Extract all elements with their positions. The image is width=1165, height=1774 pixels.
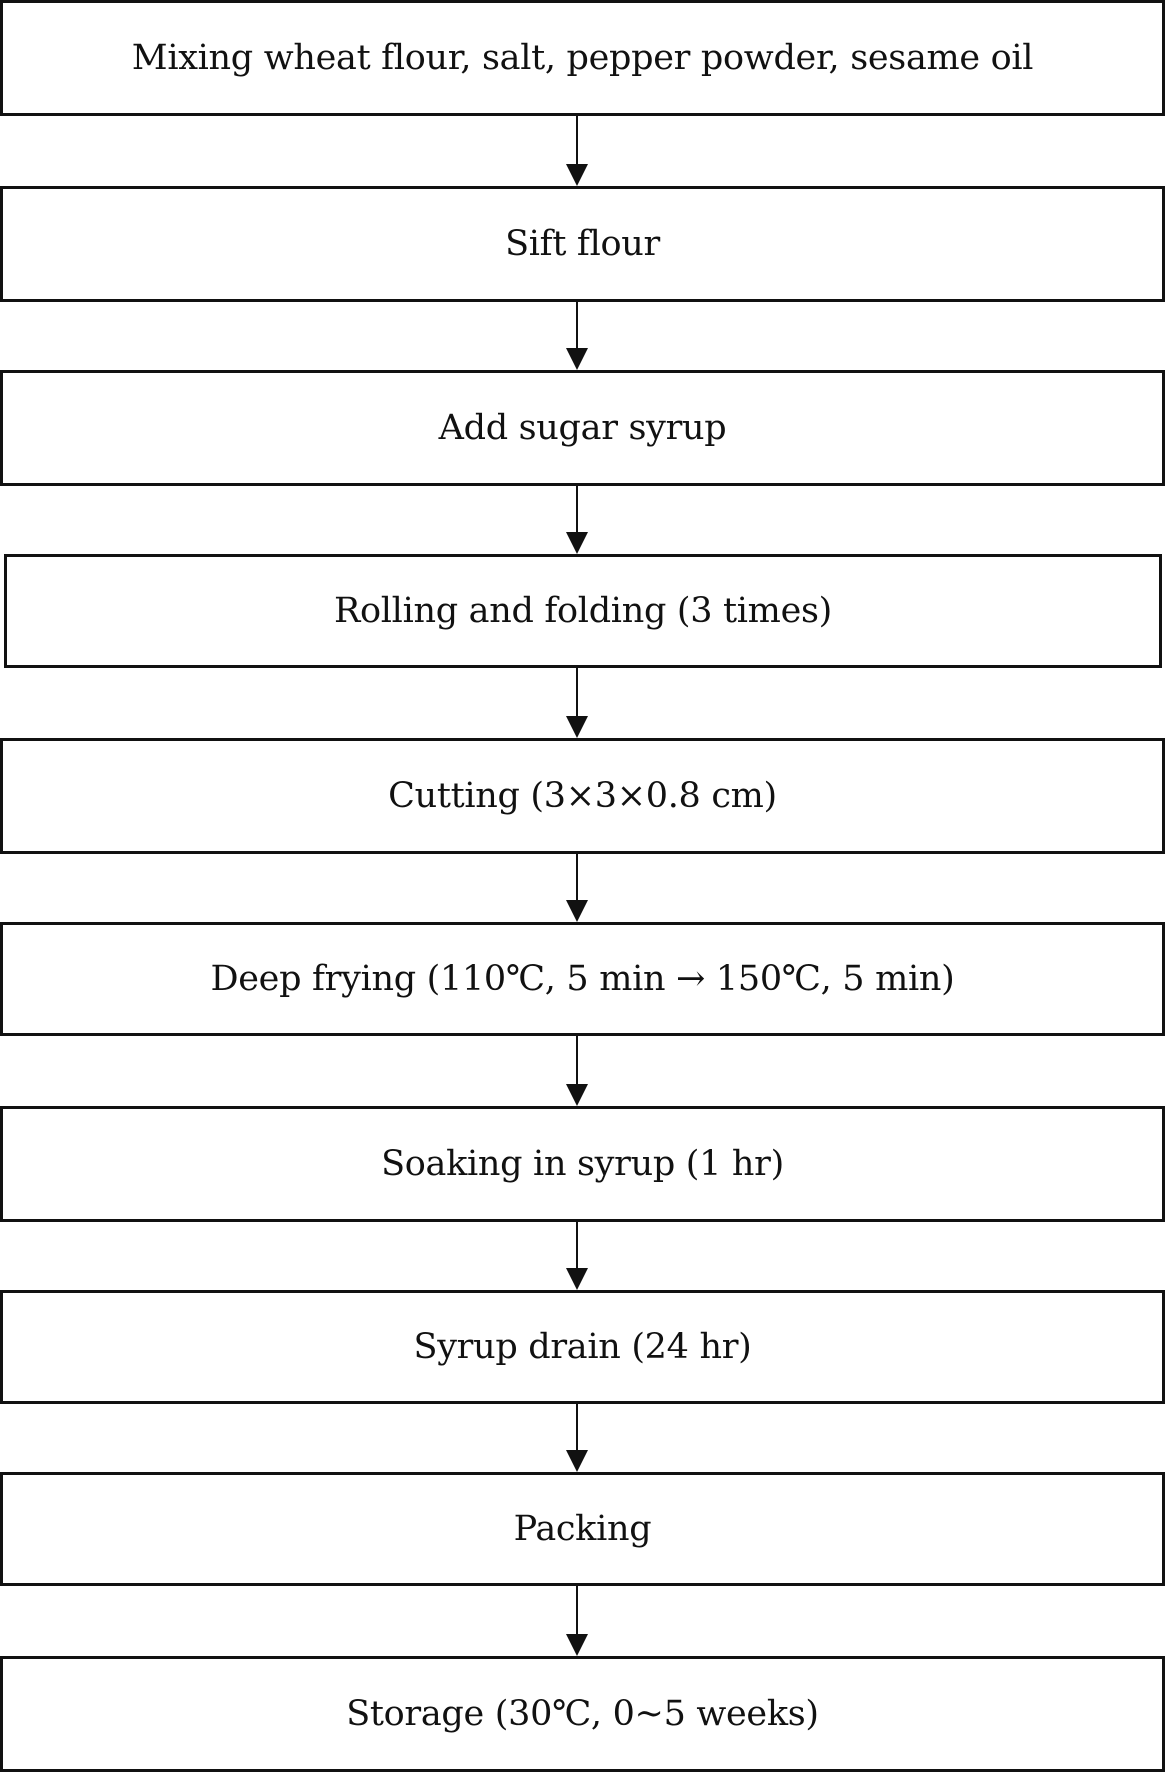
step-cutting: Cutting (3×3×0.8 cm) [0,738,1165,854]
arrow-down-icon [566,116,588,186]
arrow-down-icon [566,1404,588,1472]
step-storage: Storage (30℃, 0~5 weeks) [0,1656,1165,1772]
arrow-down-icon [566,486,588,554]
arrow-down-icon [566,1036,588,1106]
step-soaking-syrup: Soaking in syrup (1 hr) [0,1106,1165,1222]
step-syrup-drain: Syrup drain (24 hr) [0,1290,1165,1404]
step-deep-frying: Deep frying (110℃, 5 min → 150℃, 5 min) [0,922,1165,1036]
arrow-down-icon [566,854,588,922]
arrow-down-icon [566,1222,588,1290]
step-add-sugar-syrup: Add sugar syrup [0,370,1165,486]
arrow-down-icon [566,302,588,370]
arrow-down-icon [566,1586,588,1656]
step-packing: Packing [0,1472,1165,1586]
step-rolling-folding: Rolling and folding (3 times) [4,554,1162,668]
step-sift-flour: Sift flour [0,186,1165,302]
step-mixing: Mixing wheat flour, salt, pepper powder,… [0,0,1165,116]
arrow-down-icon [566,668,588,738]
